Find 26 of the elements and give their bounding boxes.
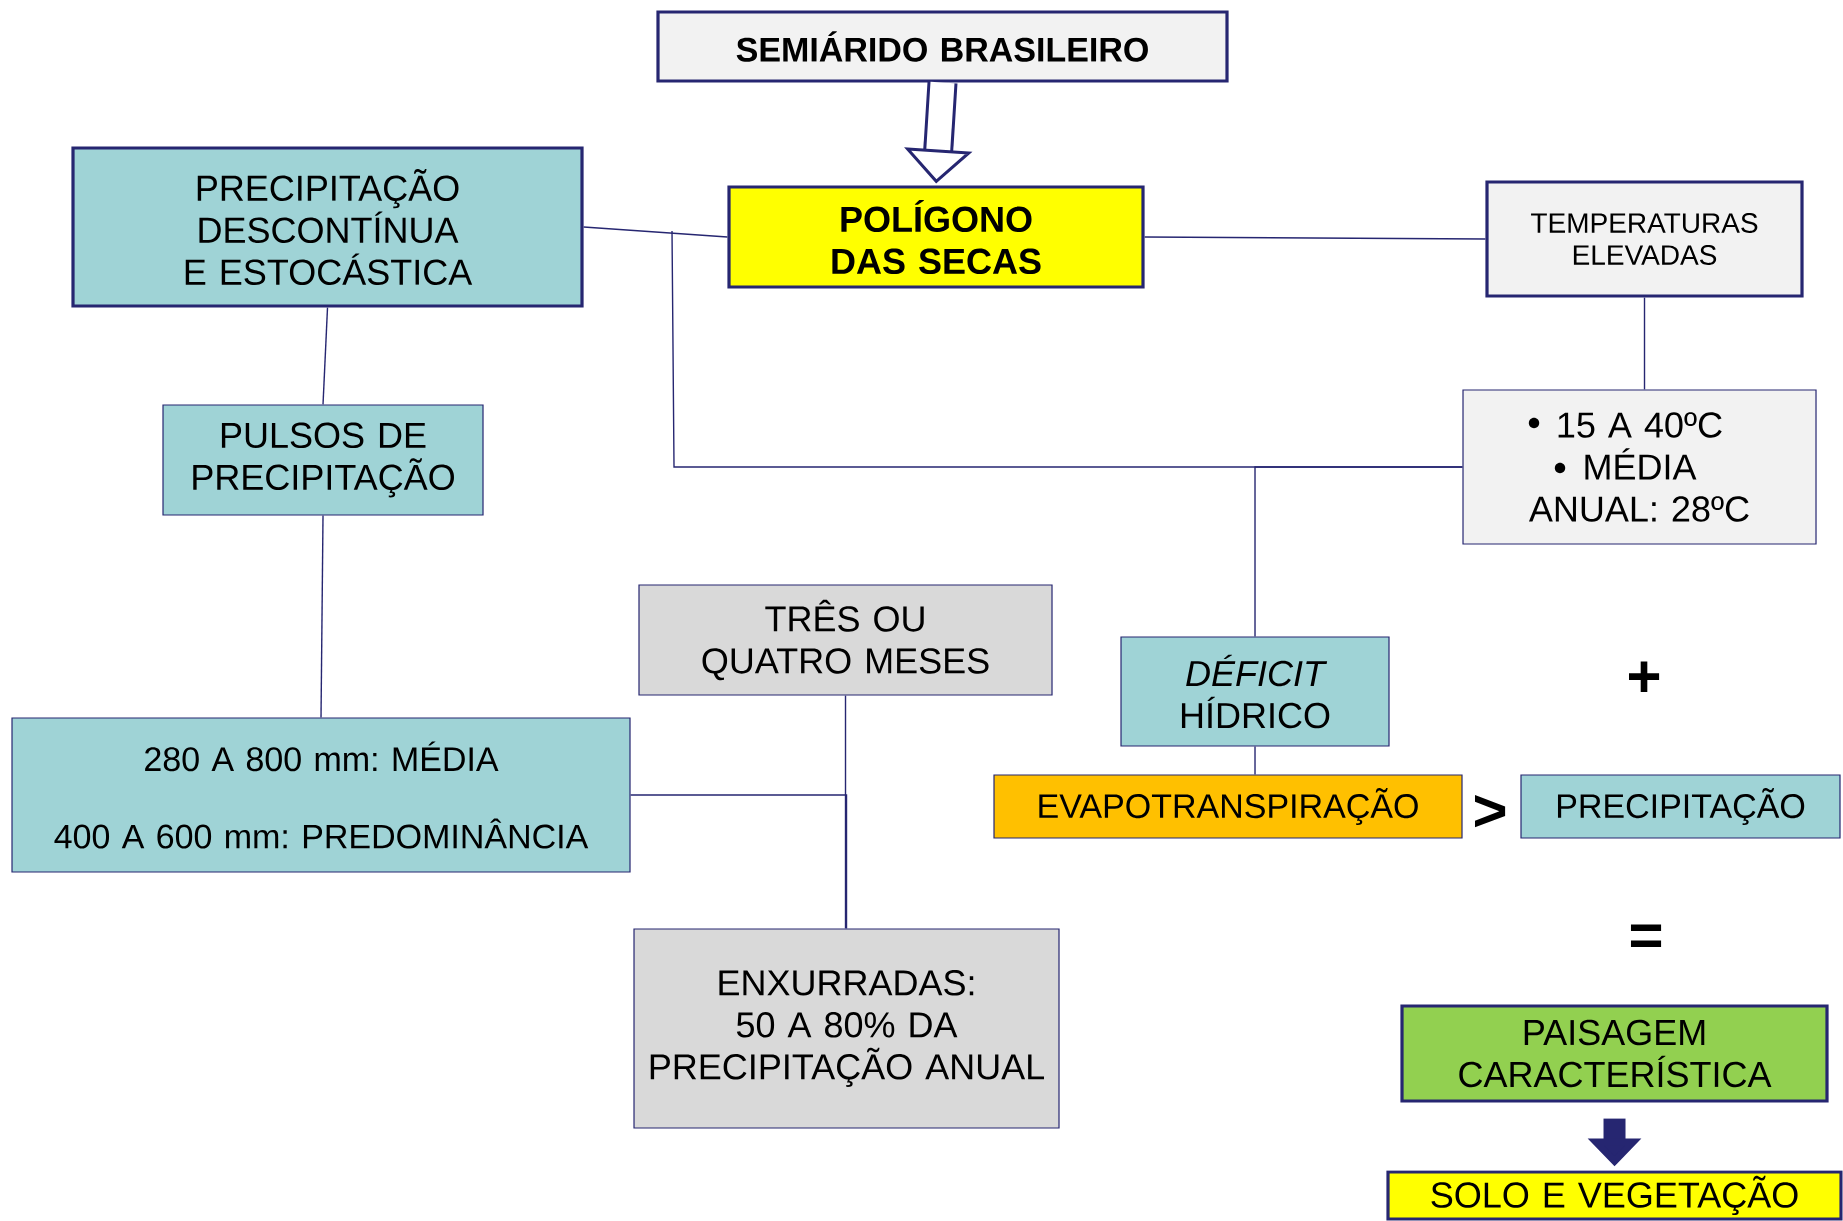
concept-box: 15 A 40ºC MÉDIA ANUAL: 28ºC <box>1462 389 1817 545</box>
concept-box: ENXURRADAS: 50 A 80% DA PRECIPITAÇÃO ANUAL <box>633 928 1060 1129</box>
connector-line <box>1254 745 1256 776</box>
concept-box: PRECIPITAÇÃO <box>1520 774 1841 839</box>
concept-box: TEMPERATURAS ELEVADAS <box>1485 180 1804 298</box>
connector-line <box>322 306 329 406</box>
concept-box: PULSOS DE PRECIPITAÇÃO <box>162 404 484 516</box>
connector-line <box>1143 236 1487 240</box>
connector-line <box>629 794 848 930</box>
result-box: PAISAGEM CARACTERÍSTICA <box>1400 1004 1829 1103</box>
connector-line <box>1254 466 1464 638</box>
highlight-box: SOLO E VEGETAÇÃO <box>1386 1170 1843 1221</box>
connector-line <box>582 226 729 238</box>
operator-symbol: = <box>1630 924 1662 948</box>
concept-box: TRÊS OU QUATRO MESES <box>638 584 1053 696</box>
concept-box: PRECIPITAÇÃO DESCONTÍNUA E ESTOCÁSTICA <box>71 146 584 308</box>
concept-box: EVAPOTRANSPIRAÇÃO <box>993 774 1463 839</box>
operator-symbol: > <box>1475 795 1506 828</box>
title-box: SEMIÁRIDO BRASILEIRO <box>656 10 1229 83</box>
highlight-box: POLÍGONO DAS SECAS <box>727 185 1145 289</box>
operator-symbol: + <box>1629 661 1660 692</box>
connector-line <box>1643 296 1646 391</box>
connector-line <box>320 514 324 719</box>
connector-line <box>844 694 847 930</box>
concept-box: DÉFICIT HÍDRICO <box>1120 636 1390 747</box>
concept-box: 280 A 800 mm: MÉDIA 400 A 600 mm: PREDOMINÂNCIA <box>11 717 631 873</box>
